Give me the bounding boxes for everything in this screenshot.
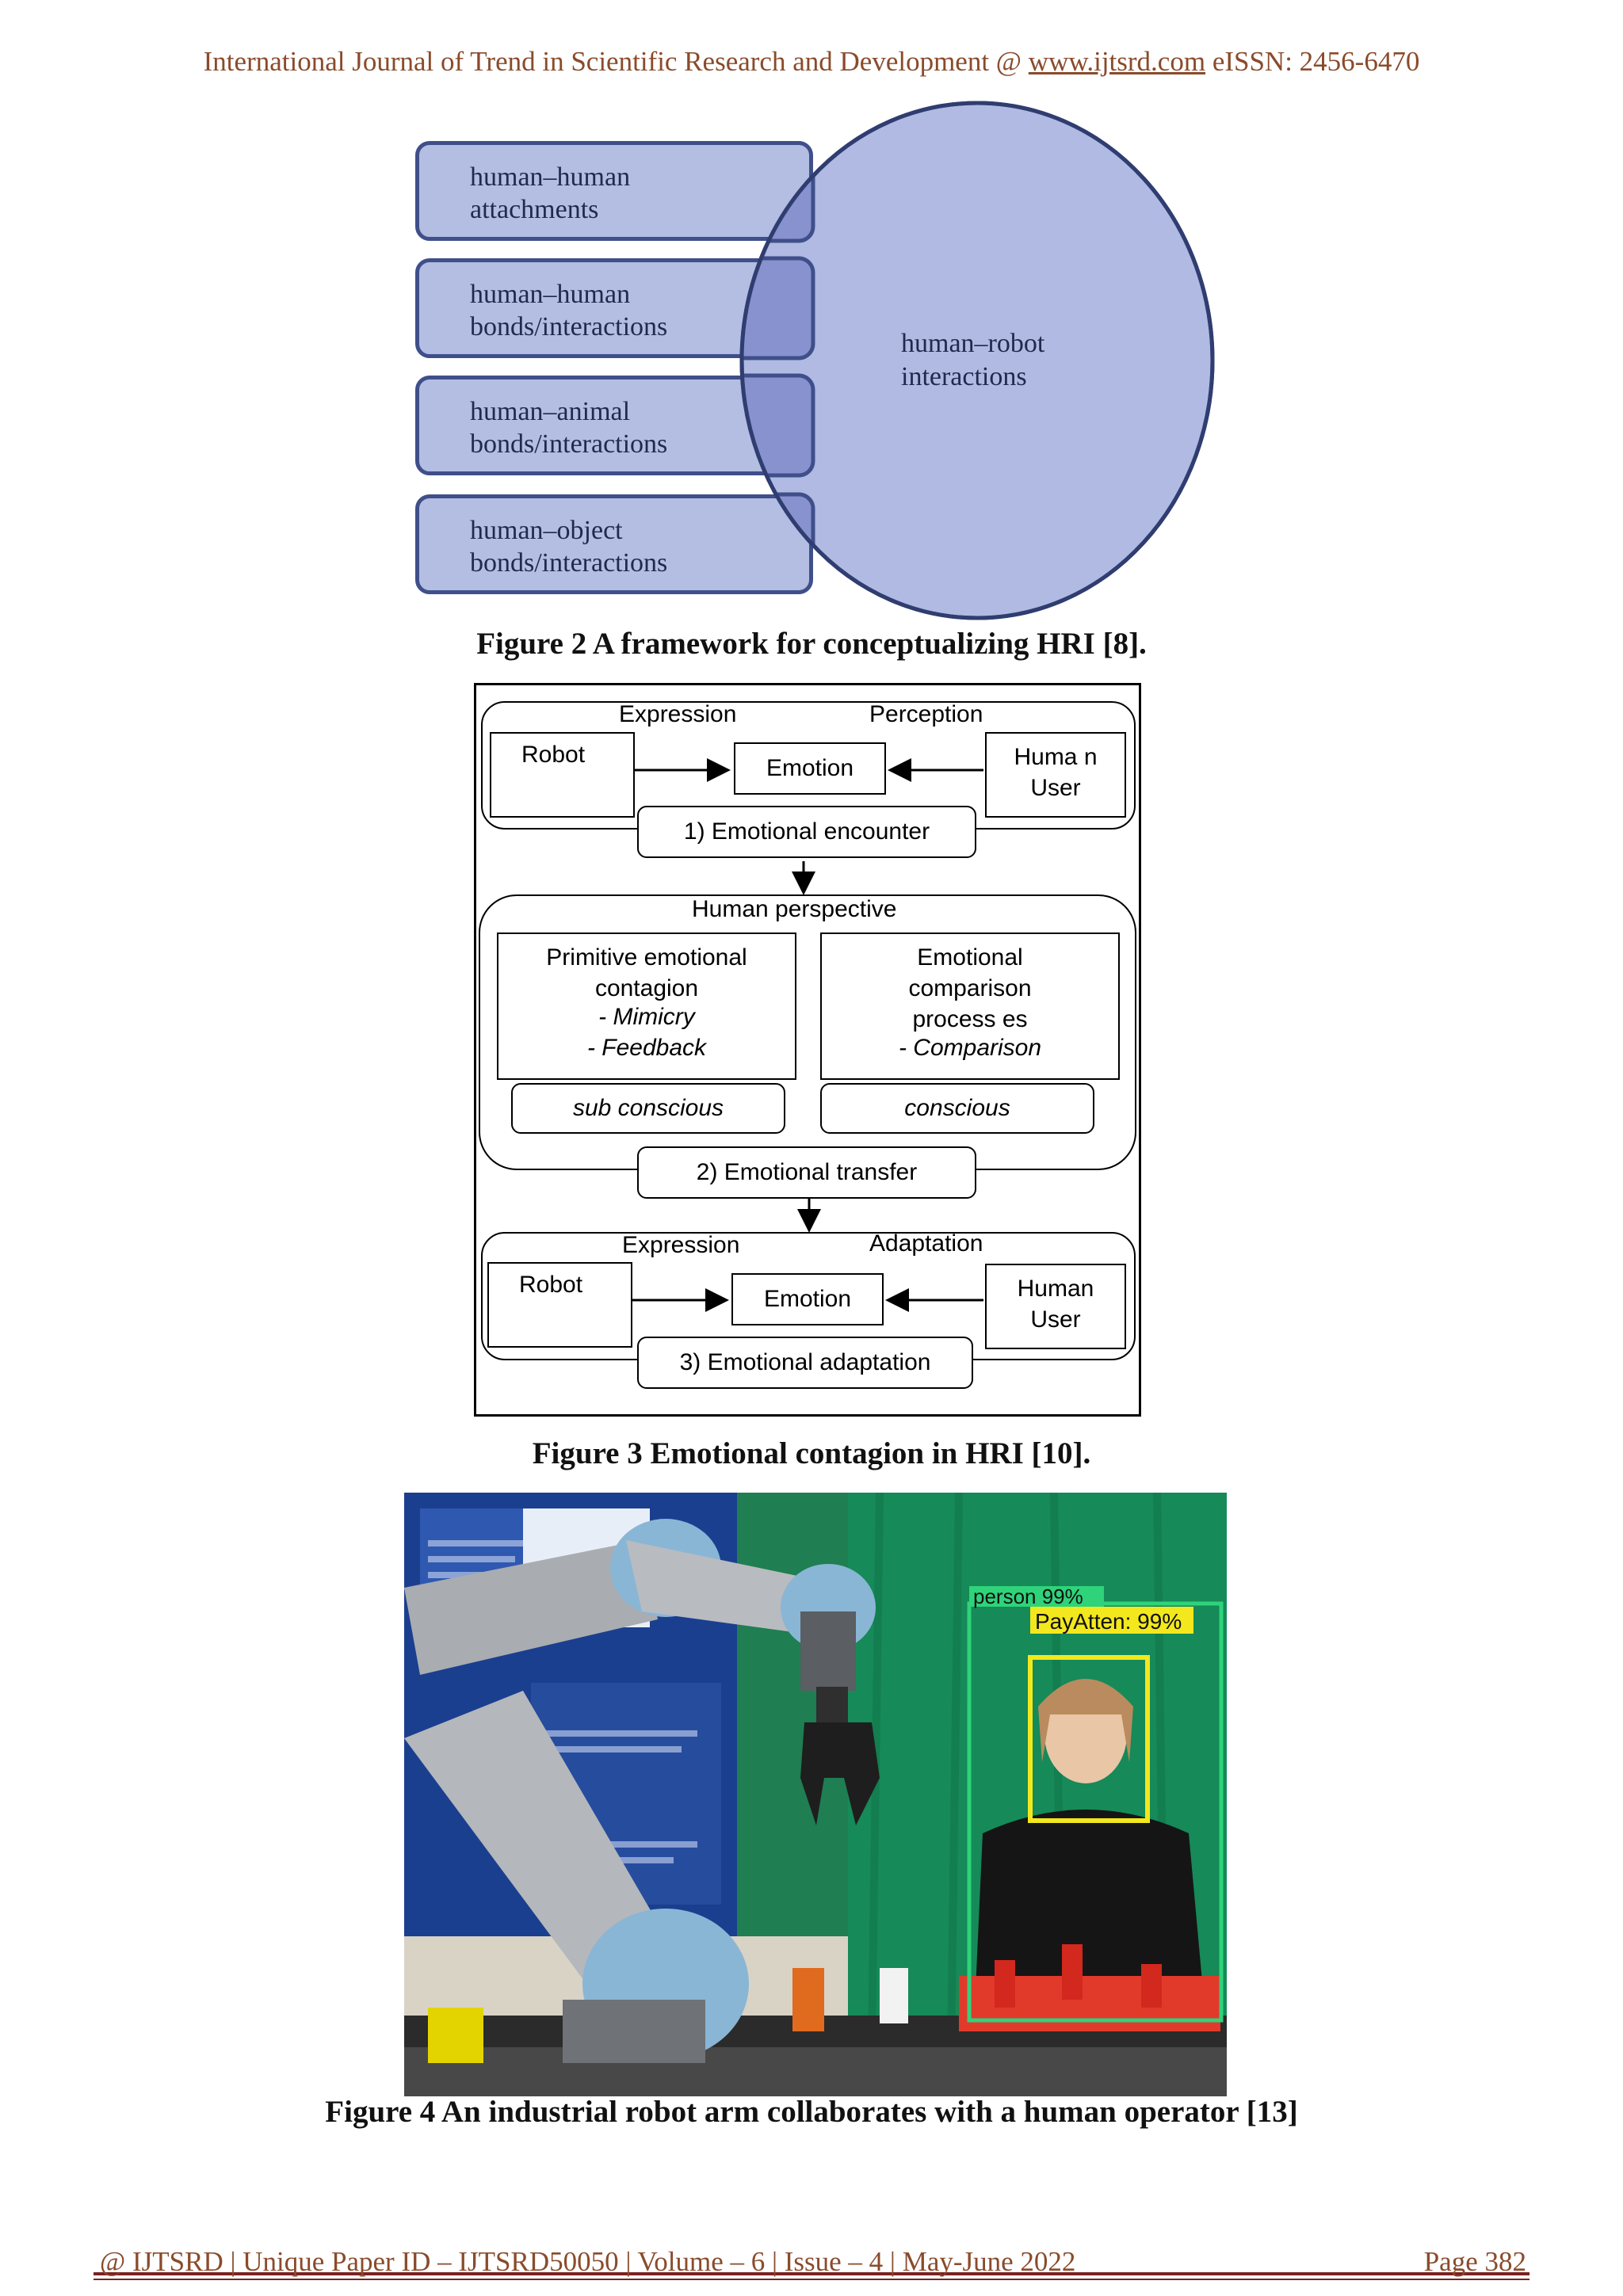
stage-1-expression-label: Expression xyxy=(619,701,737,727)
footer-text: @ IJTSRD | Unique Paper ID – IJTSRD50050… xyxy=(100,2246,1076,2277)
feedback-item: - Feedback xyxy=(586,1035,707,1061)
stage-2-emotional-comparison-box: Emotional comparison process es - Compar… xyxy=(820,933,1120,1080)
comparison-item: - Comparison xyxy=(898,1035,1042,1061)
figure-3-caption: Figure 3 Emotional contagion in HRI [10]… xyxy=(532,1436,1091,1470)
header-suffix: eISSN: 2456-6470 xyxy=(1205,46,1420,77)
stage-1-emotional-encounter-label: 1) Emotional encounter xyxy=(637,806,976,858)
stage-1-human-user-box: Huma n User xyxy=(985,732,1126,818)
figure-3-emotional-contagion-diagram: Expression Perception Robot Emotion Huma… xyxy=(474,683,1141,1417)
footer: @ IJTSRD | Unique Paper ID – IJTSRD50050… xyxy=(100,2246,1526,2278)
robot-arm-scene: person 99% PayAtten: 99% xyxy=(404,1493,1227,2096)
stage-2-human-perspective-title: Human perspective xyxy=(692,896,897,922)
footer-rule xyxy=(94,2272,1529,2275)
figure-4-robot-arm-photo: person 99% PayAtten: 99% xyxy=(404,1493,1227,2096)
figure-2-framework-diagram: human–human attachments human–human bond… xyxy=(412,99,1228,622)
attention-detection-box xyxy=(1028,1655,1150,1823)
stage-2-emotional-transfer-label: 2) Emotional transfer xyxy=(637,1146,976,1199)
stage-1-robot-box: Robot xyxy=(490,732,635,818)
primitive-contagion-title: Primitive emotional contagion xyxy=(546,944,747,1001)
emotional-comparison-title: Emotional comparison process es xyxy=(908,944,1032,1032)
figure-4-caption: Figure 4 An industrial robot arm collabo… xyxy=(325,2095,1298,2129)
journal-header: International Journal of Trend in Scient… xyxy=(0,46,1623,78)
subconscious-tag: sub conscious xyxy=(511,1083,785,1134)
stage-2-primitive-contagion-box: Primitive emotional contagion - Mimicry … xyxy=(497,933,796,1080)
stage-3-emotion-box: Emotion xyxy=(731,1273,884,1325)
stage-3-expression-label: Expression xyxy=(622,1232,740,1258)
page-number: Page 382 xyxy=(1423,2246,1526,2277)
person-detection-label: person 99% xyxy=(973,1585,1083,1608)
label-human-robot-interactions: human–robot interactions xyxy=(901,329,1045,391)
stage-3-emotional-adaptation-label: 3) Emotional adaptation xyxy=(637,1337,973,1389)
stage-3-robot-box: Robot xyxy=(487,1262,632,1348)
stage-3-human-user-box: Human User xyxy=(985,1264,1126,1349)
figure-3-arrows xyxy=(632,758,983,1312)
stage-1-perception-label: Perception xyxy=(869,701,983,727)
figure-2-caption: Figure 2 A framework for conceptualizing… xyxy=(476,627,1147,661)
mimicry-item: - Mimicry xyxy=(598,1004,695,1030)
header-prefix: International Journal of Trend in Scient… xyxy=(203,46,1029,77)
stage-1-emotion-box: Emotion xyxy=(734,742,886,795)
conscious-tag: conscious xyxy=(820,1083,1094,1134)
footer-rule-thin xyxy=(94,2279,1529,2280)
box-human-object-bonds: human–object bonds/interactions xyxy=(415,494,813,594)
journal-link[interactable]: www.ijtsrd.com xyxy=(1028,46,1206,77)
attention-detection-label: PayAtten: 99% xyxy=(1035,1609,1182,1634)
hri-circle xyxy=(739,101,1215,620)
stage-3-adaptation-label: Adaptation xyxy=(869,1230,983,1257)
box-human-human-attachments: human–human attachments xyxy=(415,141,813,241)
